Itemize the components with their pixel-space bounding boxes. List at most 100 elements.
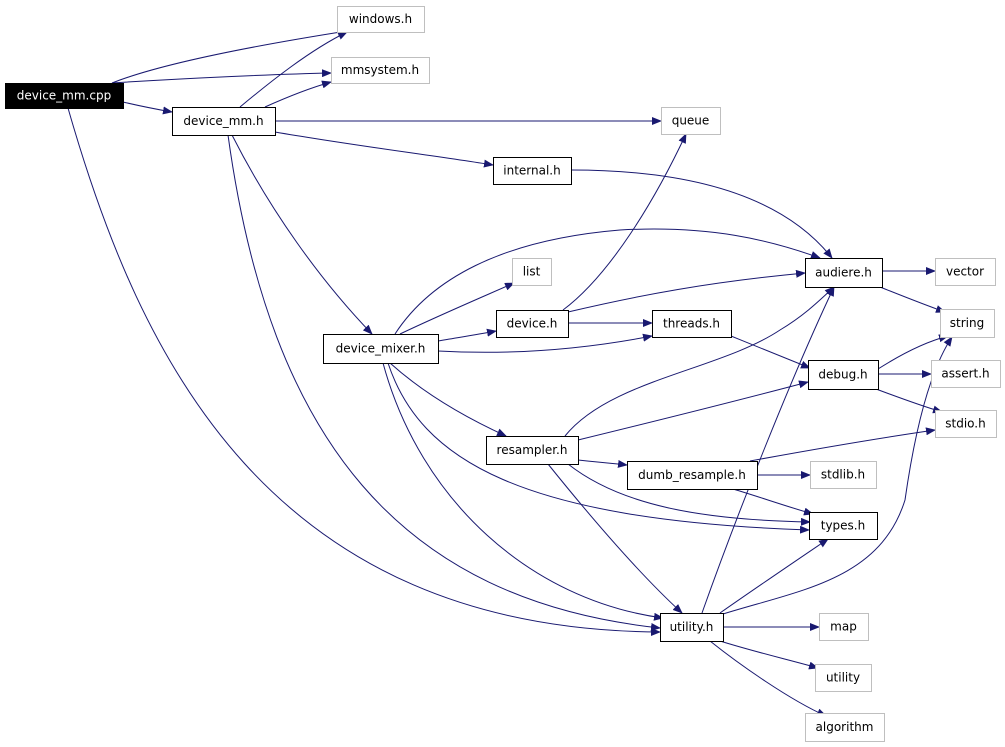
edge-utility-h-to-utility <box>719 640 819 670</box>
node-box <box>337 6 425 33</box>
node-queue: queue <box>661 107 721 135</box>
node-device-mixer-h[interactable]: device_mixer.h <box>323 334 439 364</box>
node-label: assert.h <box>941 367 989 381</box>
edge-device-mm-h-to-utility-h <box>227 134 661 632</box>
node-utility: utility <box>815 664 872 692</box>
node-label: threads.h <box>663 317 720 331</box>
node-label: stdio.h <box>945 417 985 431</box>
node-box <box>805 713 885 742</box>
edge-device-mixer-h-to-device-h <box>437 328 497 342</box>
node-label: windows.h <box>349 12 412 26</box>
node-box <box>935 410 997 438</box>
edge-device-mixer-h-to-utility-h <box>382 362 664 621</box>
node-box <box>496 310 569 338</box>
node-debug-h[interactable]: debug.h <box>808 360 879 390</box>
edge-device-mixer-h-to-list <box>399 282 515 335</box>
node-box <box>805 258 883 288</box>
node-device-mm-cpp[interactable]: device_mm.cpp <box>5 83 124 109</box>
node-label: queue <box>672 114 710 128</box>
node-box <box>627 461 758 490</box>
edge-device-mixer-h-to-audiere-h <box>394 228 821 335</box>
edge-device-mixer-h-to-resampler-h <box>389 362 507 437</box>
node-map: map <box>819 613 869 641</box>
node-resampler-h[interactable]: resampler.h <box>486 436 579 465</box>
edge-utility-h-to-audiere-h <box>701 286 835 614</box>
node-label: mmsystem.h <box>341 63 419 77</box>
node-box <box>819 613 869 641</box>
node-box <box>486 436 579 465</box>
edge-device-mm-h-to-windows-h <box>239 31 348 108</box>
node-box <box>172 107 276 136</box>
node-box <box>810 461 877 489</box>
edge-device-h-to-queue <box>562 133 687 311</box>
node-box <box>940 309 995 338</box>
node-internal-h[interactable]: internal.h <box>493 157 572 185</box>
edge-threads-h-to-debug-h <box>730 335 811 369</box>
edge-audiere-h-to-string <box>879 286 946 313</box>
edge-device-mm-h-to-device-mixer-h <box>231 134 373 335</box>
node-label: device_mixer.h <box>336 342 426 356</box>
node-utility-h[interactable]: utility.h <box>660 613 724 642</box>
edge-device-mm-cpp-to-windows-h <box>111 28 348 84</box>
edge-resampler-h-to-audiere-h <box>564 286 835 437</box>
node-stdio-h: stdio.h <box>935 410 997 438</box>
edge-device-h-to-audiere-h <box>567 269 806 313</box>
node-types-h[interactable]: types.h <box>809 512 878 540</box>
node-label: vector <box>946 265 984 279</box>
edge-device-mixer-h-to-types-h <box>387 362 810 534</box>
node-label: utility.h <box>670 620 714 634</box>
node-windows-h: windows.h <box>337 6 425 33</box>
node-box <box>493 157 572 185</box>
node-label: list <box>523 265 541 279</box>
node-box <box>661 107 721 135</box>
node-label: debug.h <box>818 368 867 382</box>
node-box <box>323 334 439 364</box>
node-label: internal.h <box>503 164 560 178</box>
node-box <box>815 664 872 692</box>
node-label: resampler.h <box>497 443 568 457</box>
node-box <box>5 83 124 109</box>
edge-debug-h-to-stdio-h <box>875 388 943 414</box>
edge-device-mm-cpp-to-mmsystem-h <box>111 69 332 84</box>
node-label: algorithm <box>816 720 874 734</box>
node-audiere-h[interactable]: audiere.h <box>805 258 883 288</box>
node-box <box>931 360 1001 388</box>
node-dumb-resample-h[interactable]: dumb_resample.h <box>627 461 758 490</box>
node-threads-h[interactable]: threads.h <box>652 310 732 338</box>
node-box <box>660 613 724 642</box>
edge-resampler-h-to-dumb-resample-h <box>577 459 628 468</box>
node-label: string <box>950 316 984 330</box>
node-label: device_mm.cpp <box>17 89 111 103</box>
edge-utility-h-to-types-h <box>719 538 829 614</box>
edge-resampler-h-to-utility-h <box>547 463 683 614</box>
node-label: device_mm.h <box>183 114 263 128</box>
node-box <box>331 57 430 84</box>
node-label: utility <box>826 671 860 685</box>
edge-device-mm-h-to-mmsystem-h <box>264 80 332 108</box>
node-list: list <box>512 258 552 286</box>
node-box <box>808 360 879 390</box>
node-stdlib-h: stdlib.h <box>810 461 877 489</box>
node-label: stdlib.h <box>821 468 865 482</box>
edge-device-mm-h-to-internal-h <box>274 131 494 168</box>
node-vector: vector <box>935 258 996 286</box>
edge-device-mixer-h-to-threads-h <box>437 333 653 353</box>
edge-dumb-resample-h-to-stdio-h <box>749 427 936 462</box>
edge-internal-h-to-audiere-h <box>570 169 833 259</box>
node-device-h[interactable]: device.h <box>496 310 569 338</box>
node-label: dumb_resample.h <box>638 468 746 482</box>
node-device-mm-h[interactable]: device_mm.h <box>172 107 276 136</box>
node-string: string <box>940 309 995 338</box>
edge-resampler-h-to-types-h <box>567 463 811 526</box>
edge-resampler-h-to-debug-h <box>577 380 809 441</box>
node-layer: device_mm.cpp windows.h mmsystem.h device_m… <box>5 6 1001 742</box>
edge-utility-h-to-algorithm <box>709 640 827 717</box>
node-box <box>809 512 878 540</box>
node-mmsystem-h: mmsystem.h <box>331 57 430 84</box>
edge-device-mm-cpp-to-device-mm-h <box>122 101 173 115</box>
node-assert-h: assert.h <box>931 360 1001 388</box>
node-box <box>512 258 552 286</box>
edge-dumb-resample-h-to-types-h <box>732 488 814 516</box>
node-algorithm: algorithm <box>805 713 885 742</box>
